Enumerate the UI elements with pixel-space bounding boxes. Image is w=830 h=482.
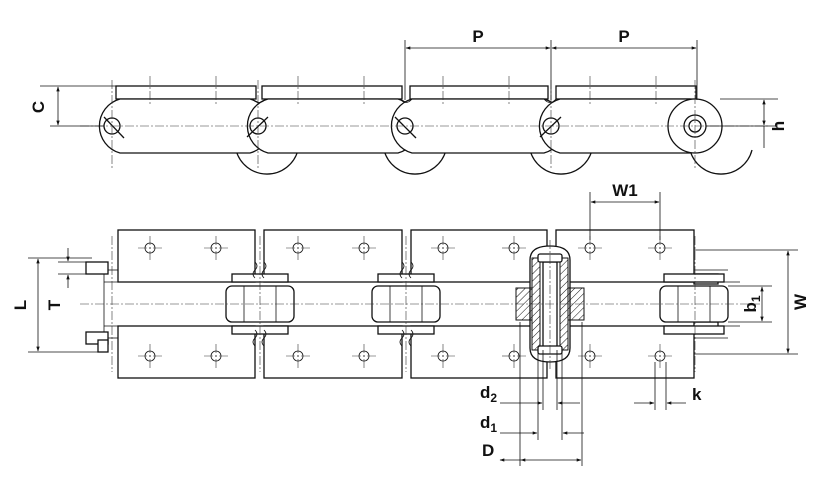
t-dimension: T bbox=[45, 248, 88, 310]
c-dimension: C bbox=[29, 85, 118, 127]
t-label: T bbox=[45, 299, 64, 310]
h-label: h bbox=[769, 121, 788, 131]
plan-view: W1 L T b1 W bbox=[11, 181, 810, 466]
pitch-label-right: P bbox=[618, 27, 629, 46]
b1-label-main: b bbox=[741, 302, 760, 312]
pitch-dimensions: P P bbox=[404, 27, 698, 100]
w1-dimension: W1 bbox=[589, 181, 661, 240]
pitch-label-left: P bbox=[472, 27, 483, 46]
d2-label-main: d bbox=[480, 383, 490, 402]
b1-dimension: b1 bbox=[728, 285, 772, 323]
d2-label-sub: 2 bbox=[490, 391, 497, 405]
plan-lower-plates bbox=[117, 325, 695, 379]
side-notches bbox=[251, 98, 557, 103]
l-label: L bbox=[11, 300, 30, 310]
plan-joint-edges bbox=[252, 261, 414, 347]
d-big-label: D bbox=[482, 441, 494, 460]
side-attachment-plates bbox=[115, 85, 697, 100]
l-dimension: L bbox=[11, 257, 100, 353]
d2-label: d2 bbox=[480, 383, 497, 405]
c-label: C bbox=[29, 101, 48, 113]
w1-label: W1 bbox=[612, 181, 638, 200]
side-link-plates bbox=[98, 98, 723, 154]
d1-label: d1 bbox=[480, 413, 497, 435]
w-dimension: W bbox=[694, 249, 810, 355]
plan-centerlines bbox=[80, 236, 760, 372]
side-rollers bbox=[235, 149, 753, 175]
d1-label-sub: 1 bbox=[490, 421, 497, 435]
k-dimension: k bbox=[634, 362, 702, 410]
b1-label: b1 bbox=[741, 295, 763, 312]
k-label: k bbox=[692, 385, 702, 404]
b1-label-sub: 1 bbox=[749, 295, 763, 302]
w-label: W bbox=[791, 293, 810, 310]
side-view: P P C h bbox=[29, 27, 788, 175]
d1-label-main: d bbox=[480, 413, 490, 432]
h-dimension: h bbox=[706, 98, 788, 148]
diameter-dimensions: d2 d1 D bbox=[480, 322, 584, 466]
